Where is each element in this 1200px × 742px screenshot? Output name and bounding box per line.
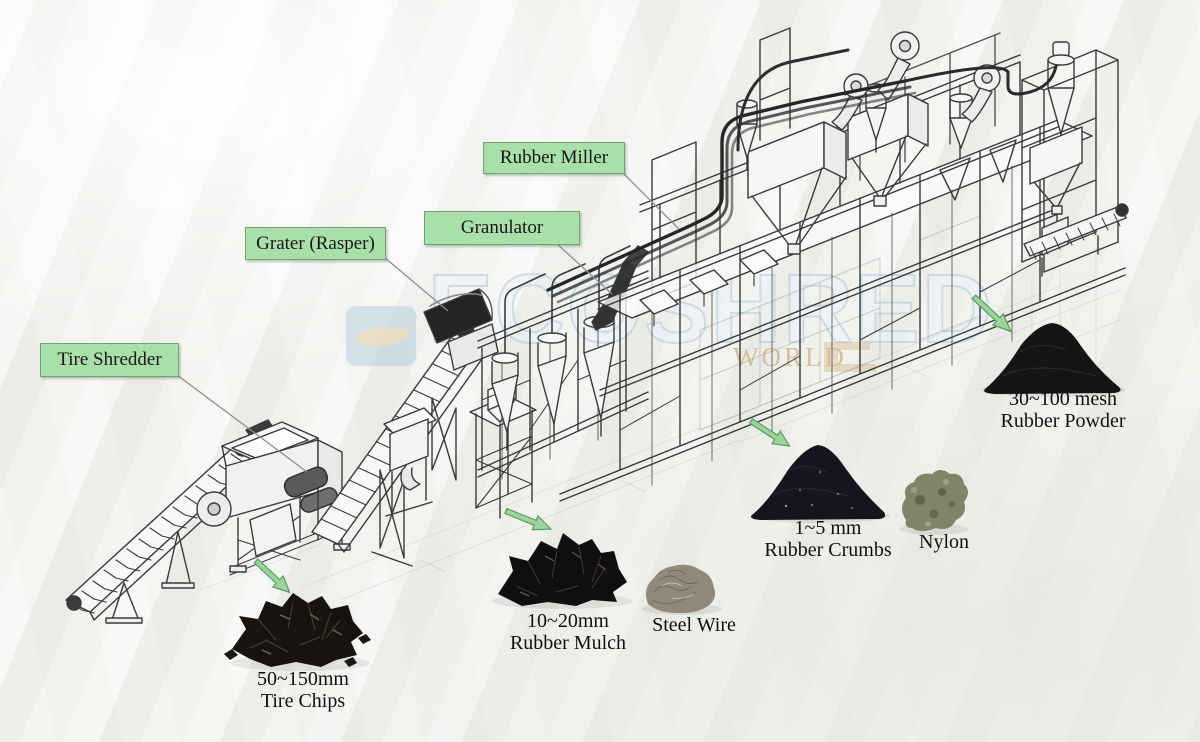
tire-chips-pile xyxy=(224,593,371,667)
caption-rubber-mulch: 10~20mm Rubber Mulch xyxy=(458,610,678,654)
label-granulator: Granulator xyxy=(424,211,580,245)
caption-steel-wire: Steel Wire xyxy=(584,614,804,636)
caption-name: Rubber Mulch xyxy=(509,632,627,654)
caption-size: 30~100 mesh xyxy=(1008,388,1118,410)
caption-size: 1~5 mm xyxy=(794,517,862,539)
rubber-mulch-pile xyxy=(498,533,627,606)
pipe-bundle xyxy=(546,48,1058,304)
label-tire-shredder: Tire Shredder xyxy=(40,343,179,377)
rubber-powder-pile xyxy=(984,323,1121,394)
caption-name: Steel Wire xyxy=(652,614,736,636)
machinery-lines xyxy=(65,27,1129,624)
watermark-logo-mark xyxy=(824,342,876,372)
caption-nylon: Nylon xyxy=(834,531,1054,553)
label-rubber-miller: Rubber Miller xyxy=(483,142,625,174)
rubber-crumbs-pile xyxy=(751,445,886,520)
caption-size: 50~150mm xyxy=(257,668,349,690)
caption-name: Nylon xyxy=(919,531,969,553)
arrow-to-rubber-crumbs xyxy=(746,414,795,453)
caption-size: 10~20mm xyxy=(527,610,609,632)
caption-name: Rubber Powder xyxy=(1000,410,1126,432)
caption-tire-chips: 50~150mm Tire Chips xyxy=(193,668,413,712)
product-piles xyxy=(224,323,1125,671)
nylon-pile xyxy=(902,470,968,531)
arrow-to-tire-chips xyxy=(250,554,296,599)
caption-name: Rubber Crumbs xyxy=(764,539,892,561)
watermark-tagline-text: WORLD xyxy=(733,342,847,372)
label-grater-rasper: Grater (Rasper) xyxy=(245,227,386,260)
caption-rubber-crumbs: 1~5 mm Rubber Crumbs xyxy=(718,517,938,561)
label-leader-lines xyxy=(176,171,680,473)
caption-rubber-powder: 30~100 mesh Rubber Powder xyxy=(953,388,1173,432)
watermark-leaf-icon xyxy=(354,326,412,347)
steel-wire-pile xyxy=(646,564,716,614)
caption-name: Tire Chips xyxy=(260,690,346,712)
watermark-logo-square xyxy=(346,306,416,366)
